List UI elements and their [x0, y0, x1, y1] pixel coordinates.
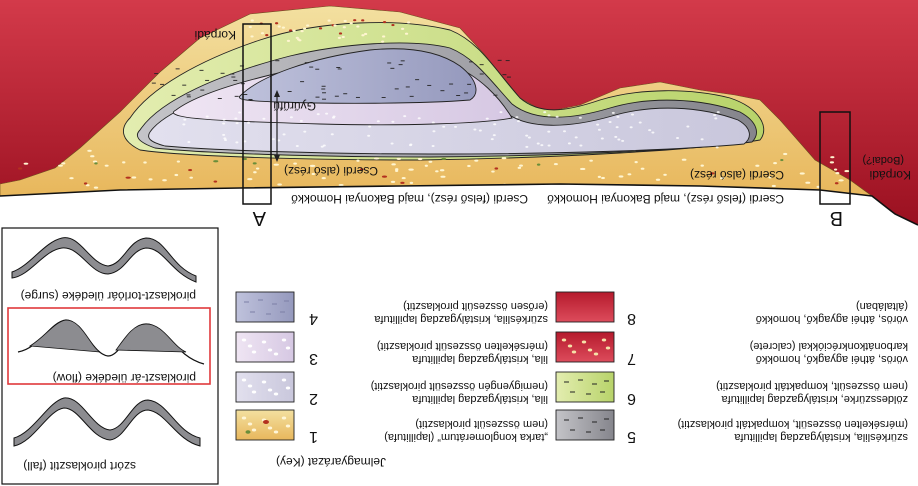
legend-swatch-1 [235, 409, 295, 441]
legend-text-line2: karbonátkonkréciókkal (calcrete) [750, 340, 908, 352]
label-profile-a: A [252, 207, 266, 229]
label-profile-b: B [830, 207, 843, 229]
ground-below [0, 184, 918, 486]
arrow-head-up [274, 90, 280, 97]
speckle-pattern [17, 19, 850, 189]
deposit-types-panel: piroklaszt-torlóár üledéke (surge) pirok… [1, 227, 219, 485]
legend-text-line1: szürkéslila, kristálygazdag lapillitufa [733, 431, 908, 443]
legend-item-7: 7 vörös, áthéi agyagkő, homokkőkarbonátko… [555, 331, 908, 367]
legend-swatch-4 [235, 291, 295, 323]
legend-text-line2: (nemigyengén összesült piroklasztit) [371, 380, 548, 392]
legend-text-line1: „tarka konglomerátum” (lapillitufa) [384, 431, 548, 443]
profile-b-box [819, 111, 851, 205]
base-line [0, 183, 918, 226]
label-cserdi-upper-left: Cserdi (felső rész), majd Bakonyai Homok… [291, 192, 528, 206]
legend-swatch-8 [555, 291, 615, 323]
legend-text-line1: vörös, áthéi agyagkő, homokkő [756, 313, 908, 325]
legend-text-line1: lila, kristálygazdag lapillitufa [411, 353, 548, 365]
legend-number: 1 [309, 428, 318, 445]
legend-text-line2: (általában) [856, 300, 908, 312]
legend-item-2: 2 lila, kristálygazdag lapillitufa(nemigy… [235, 371, 548, 407]
legend-text-line1: zöldesszürke, kristálygazdag lapillitufa [721, 393, 908, 405]
legend-number: 8 [627, 310, 636, 327]
legend-number: 6 [627, 390, 636, 407]
legend-item-8: 8 vörös, áthéi agyagkő, homokkő(általában… [555, 291, 908, 327]
legend-item-6: 6 zöldesszürke, kristálygazdag lapillituf… [555, 371, 908, 407]
layer-4-bluegrey [238, 48, 477, 104]
deposit-label-flow: piroklaszt-ár üledéke (flow) [53, 371, 196, 385]
flow-sketch [17, 319, 205, 365]
legend-swatch-7 [555, 331, 615, 363]
legend-text-line2: (nem összesült piroklasztit) [415, 418, 548, 430]
label-korpadi-top: Korpádi [195, 28, 236, 42]
label-cserdi-lower-left: Cserdi (alsó rész) [284, 164, 378, 178]
label-gyurufu: Gyűrűfű [273, 99, 316, 113]
legend-number: 7 [627, 350, 636, 367]
arrow-head-down [274, 155, 280, 162]
legend-item-3: 3 lila, kristálygazdag lapillitufa(mérsék… [235, 331, 548, 367]
fall-sketch [13, 397, 201, 447]
legend-key: 4 szürkéslila, kristálygazdag lapillitufa… [235, 291, 908, 445]
legend-item-4: 4 szürkéslila, kristálygazdag lapillitufa… [235, 291, 548, 327]
red-sediment-layer [0, 0, 918, 225]
surge-sketch [11, 237, 197, 283]
legend-swatch-5 [555, 409, 615, 441]
legend-text-line2: (nem összesült, kompaktált piroklasztit) [716, 380, 908, 392]
legend-number: 2 [309, 390, 318, 407]
label-bodai: (Bodai?) [862, 154, 904, 166]
legend-text-line1: vörös, áthéi agyagkő, homokkő [756, 353, 908, 365]
deposit-label-fall: szórt piroklasztit (fall) [23, 459, 136, 473]
profile-a-box [242, 23, 272, 205]
legend-swatch-6 [555, 371, 615, 403]
legend-number: 5 [627, 428, 636, 445]
legend-text-line2: (mérsékelten összesült piroklasztit) [377, 340, 548, 352]
legend-text-line1: szürkéslila, kristálygazdag lapillitufa [373, 313, 548, 325]
legend-text-line1: lila, kristálygazdag lapillitufa [411, 393, 548, 405]
label-cserdi-upper-right: Cserdi (felső rész), majd Bakonyai Homok… [547, 192, 784, 206]
legend-item-1: 1 „tarka konglomerátum” (lapillitufa)(nem… [235, 409, 548, 445]
legend-swatch-2 [235, 371, 295, 403]
deposit-label-surge: piroklaszt-torlóár üledéke (surge) [21, 289, 196, 303]
legend-text-line2: (mérsékelten összesült, kompaktált pirok… [678, 418, 908, 430]
legend-number: 3 [309, 350, 318, 367]
legend-text-line2: (erősen összesült piroklasztit) [403, 300, 548, 312]
deposit-flow-highlight [7, 307, 211, 385]
label-cserdi-lower-right: Cserdi (alsó rész) [690, 168, 784, 182]
legend-swatch-3 [235, 331, 295, 363]
key-title: Jelmagyarázat (Key) [276, 455, 386, 469]
legend-item-5: 5 szürkéslila, kristálygazdag lapillitufa… [555, 409, 908, 445]
legend-number: 4 [309, 310, 318, 327]
label-korpadi-right: Korpádi [870, 168, 911, 182]
